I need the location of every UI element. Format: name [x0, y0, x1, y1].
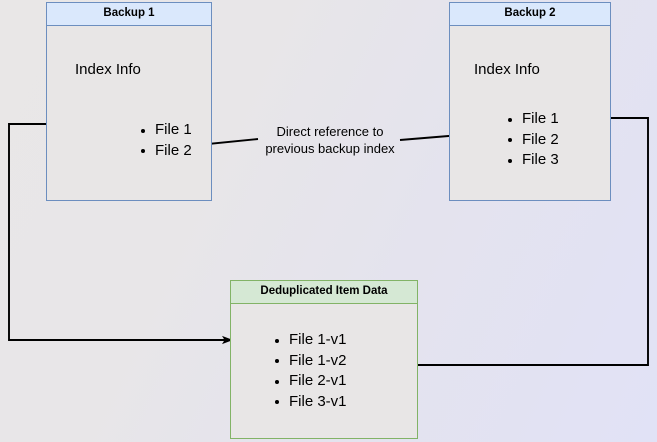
backup2-file-list: File 1 File 2 File 3 — [492, 109, 559, 171]
backup2-header: Backup 2 — [450, 3, 610, 26]
dedup-header: Deduplicated Item Data — [231, 281, 417, 304]
backup1-box: Backup 1 Index Info File 1 File 2 — [46, 2, 212, 201]
dedup-item: File 1-v2 — [275, 351, 347, 372]
backup2-file-item: File 3 — [508, 150, 559, 171]
backup2-file-item: File 1 — [508, 109, 559, 130]
backup1-file-item: File 2 — [141, 141, 192, 162]
dedup-item: File 1-v1 — [275, 330, 347, 351]
backup1-header: Backup 1 — [47, 3, 211, 26]
backup1-index-label: Index Info — [75, 61, 141, 78]
backup2-index-label: Index Info — [474, 61, 540, 78]
dedup-item-list: File 1-v1 File 1-v2 File 2-v1 File 3-v1 — [259, 330, 347, 412]
backup1-body: Index Info File 1 File 2 — [47, 26, 211, 200]
backup2-body: Index Info File 1 File 2 File 3 — [450, 26, 610, 200]
dedup-body: File 1-v1 File 1-v2 File 2-v1 File 3-v1 — [231, 304, 417, 438]
direct-reference-caption: Direct reference to previous backup inde… — [265, 124, 395, 156]
backup2-box: Backup 2 Index Info File 1 File 2 File 3 — [449, 2, 611, 201]
dedup-item: File 2-v1 — [275, 371, 347, 392]
backup2-file-item: File 2 — [508, 130, 559, 151]
dedup-box: Deduplicated Item Data File 1-v1 File 1-… — [230, 280, 418, 439]
backup1-file-item: File 1 — [141, 120, 192, 141]
backup1-file-list: File 1 File 2 — [125, 120, 192, 161]
dedup-item: File 3-v1 — [275, 392, 347, 413]
